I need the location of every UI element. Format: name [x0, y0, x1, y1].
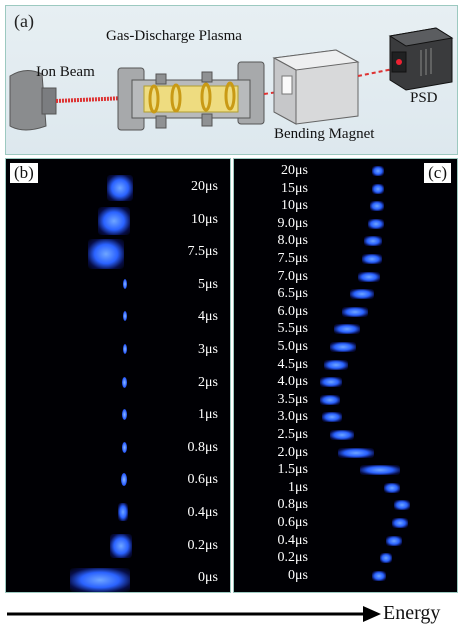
panel-b-time-label: 2μs — [198, 374, 218, 390]
ion-source-shape — [9, 70, 47, 131]
panel-b-time-label: 10μs — [191, 211, 218, 227]
panel-c-time-label: 5.5μs — [277, 321, 308, 337]
panel-c-beam-spot — [372, 183, 384, 194]
magnet-label: Bending Magnet — [274, 126, 375, 142]
panel-c-time-label: 9.0μs — [277, 215, 308, 231]
panel-b-time-label: 5μs — [198, 276, 218, 292]
ion-source-nozzle — [41, 87, 57, 115]
panel-c-beam-spot — [380, 553, 392, 564]
panel-c-beam-spot — [384, 482, 400, 493]
panel-b-beam-spot — [70, 568, 130, 593]
panel-c-time-label: 0.8μs — [277, 497, 308, 513]
panel-b-beam-spot — [98, 206, 130, 235]
panel-b-beam-spot — [122, 409, 127, 421]
panel-b-time-label: 0.2μs — [187, 537, 218, 553]
plasma-chamber — [117, 61, 265, 131]
panel-b-time-label: 0.4μs — [187, 505, 218, 520]
panel-c-time-label: 1μs — [288, 479, 308, 495]
panel-b-time-label: 0.8μs — [187, 439, 218, 455]
panel-c-beam-spot — [322, 412, 342, 423]
panel-c-time-label: 3.0μs — [277, 409, 308, 425]
panel-c-time-label: 6.0μs — [277, 303, 308, 319]
panel-c-time-label: 15μs — [281, 180, 308, 196]
panel-b-beam-spot — [122, 441, 127, 453]
panel-b-time-label: 7.5μs — [187, 244, 218, 260]
panel-b-beam-spot — [118, 503, 128, 521]
panel-c-time-label: 6.5μs — [277, 286, 308, 302]
panel-b-time-label: 1μs — [198, 407, 218, 423]
panel-c-time-label: 10μs — [281, 198, 308, 214]
panel-b-time-label: 0μs — [198, 570, 218, 586]
ion-beam-label: Ion Beam — [36, 64, 95, 80]
panel-b-beam-spot — [107, 175, 133, 201]
panel-c-beam-spot — [330, 430, 354, 440]
panel-c-beam-spot — [394, 500, 410, 511]
panel-c-time-label: 2.5μs — [277, 427, 308, 442]
panel-c-time-label: 3.5μs — [277, 391, 308, 407]
panel-c-time-label: 4.0μs — [277, 374, 308, 390]
panel-b-beam-spot — [122, 376, 127, 388]
panel-c-time-label: 0μs — [288, 567, 308, 583]
panel-c-beam-spot — [392, 518, 408, 528]
panel-c-beam-spot — [338, 447, 374, 458]
panel-a-setup: (a) Gas-Discharge Plasma Ion Beam Bendin… — [5, 5, 458, 155]
panel-c-time-label: 4.5μs — [277, 356, 308, 372]
panel-b-beam-spot — [110, 533, 132, 558]
energy-axis: Energy — [5, 600, 458, 630]
panel-c-time-label: 8.0μs — [277, 233, 308, 249]
panel-c-beam-spot — [360, 465, 400, 476]
energy-arrow — [7, 606, 381, 622]
panel-b-time-label: 3μs — [198, 342, 218, 357]
panel-c-beam-spot — [372, 166, 384, 176]
panel-c-beam-spot — [364, 236, 382, 247]
panel-c-time-label: 1.5μs — [277, 462, 308, 478]
panel-c-time-label: 20μs — [281, 163, 308, 178]
setup-schematic — [9, 27, 454, 131]
panel-b-beam-spot — [123, 344, 127, 354]
panel-a-tag: (a) — [14, 11, 34, 31]
panel-b-beam-spot — [121, 473, 127, 487]
panel-b-images: (b) 20μs 10μs 7.5μs 5μs 4μs 3μs 2μs 1μs 0.8μs 0.6… — [5, 158, 231, 593]
panel-c-beam-spot — [334, 324, 360, 335]
panel-b-time-label: 20μs — [191, 179, 218, 194]
panel-c-beam-spot — [342, 306, 368, 317]
panel-c-beam-spot — [386, 535, 402, 546]
panel-b-beam-spot — [123, 311, 127, 322]
panel-b-tag: (b) — [10, 163, 38, 183]
panel-c-beam-spot — [320, 377, 342, 388]
panel-b-beam-spot — [88, 239, 124, 270]
panel-c-time-label: 0.6μs — [277, 515, 308, 530]
panel-c-time-label: 7.5μs — [277, 251, 308, 266]
panel-c-beam-spot — [370, 201, 384, 212]
panel-c-time-label: 7.0μs — [277, 268, 308, 284]
psd-label: PSD — [410, 90, 438, 106]
psd-detector — [388, 27, 454, 91]
plasma-label: Gas-Discharge Plasma — [106, 28, 242, 44]
panel-b-time-label: 4μs — [198, 309, 218, 325]
panel-c-beam-spot — [362, 254, 382, 264]
panel-c-beam-spot — [350, 289, 374, 300]
panel-c-beam-spot — [368, 218, 384, 229]
panel-c-tag: (c) — [424, 163, 451, 183]
panel-c-beam-spot — [358, 271, 380, 282]
panel-c-beam-spot — [324, 359, 348, 370]
bending-magnet — [272, 49, 360, 125]
panel-c-time-label: 0.4μs — [277, 532, 308, 548]
panel-b-beam-spot — [123, 278, 127, 289]
panel-c-time-label: 5.0μs — [277, 339, 308, 354]
panel-c-beam-spot — [372, 570, 386, 581]
panel-b-time-label: 0.6μs — [187, 472, 218, 488]
panel-c-time-label: 0.2μs — [277, 550, 308, 566]
energy-label: Energy — [383, 602, 441, 624]
panel-c-time-label: 2.0μs — [277, 444, 308, 460]
panel-c-beam-spot — [320, 394, 340, 405]
ion-beam-line-1 — [55, 96, 127, 103]
panel-c-beam-spot — [330, 342, 356, 352]
